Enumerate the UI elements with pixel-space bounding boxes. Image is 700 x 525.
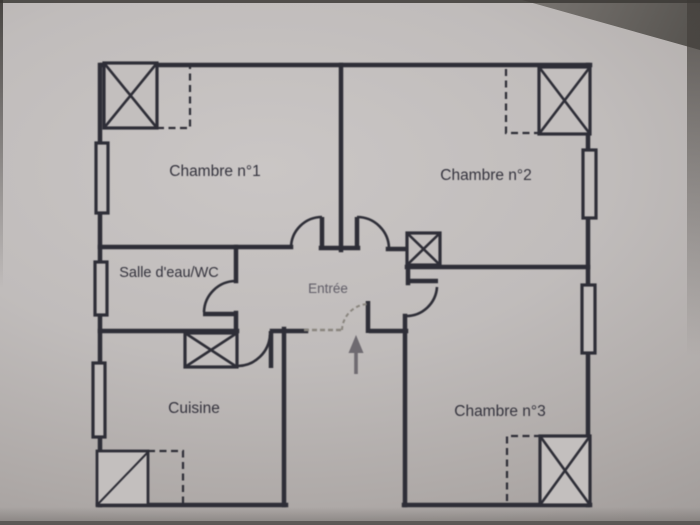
- door-arc-chambre3: [405, 286, 439, 318]
- window-icon: [94, 141, 110, 215]
- crossed-boxes: [102, 61, 592, 507]
- window-icon: [581, 148, 598, 220]
- photo-edge-top: [0, 0, 700, 3]
- dashed-outlines: [148, 66, 541, 503]
- window-icon: [93, 260, 109, 317]
- door-arc-cuisine: [237, 334, 272, 368]
- room-label-chambre-2: Chambre n°2: [440, 167, 532, 184]
- crossed-box-icon: [405, 231, 442, 267]
- room-label-chambre-1: Chambre n°1: [169, 163, 261, 180]
- room-label-chambre-3: Chambre n°3: [454, 403, 546, 420]
- crossed-box-icon: [102, 61, 159, 130]
- door-arc-chambre1: [289, 215, 323, 249]
- room-label-salle-eau-wc: Salle d'eau/WC: [119, 265, 218, 281]
- crossed-box-icon: [537, 65, 592, 136]
- door-arc-chambre2: [356, 215, 391, 249]
- photo-edge-bottom: [0, 521, 700, 525]
- photo-edge-left: [0, 0, 3, 289]
- crossed-box-icon: [183, 331, 239, 369]
- room-labels: Chambre n°1 Chambre n°2 Salle d'eau/WC E…: [119, 163, 545, 420]
- entrance-arrow-icon: [348, 335, 364, 374]
- interior-walls: [97, 62, 591, 508]
- shower-tray-icon: [95, 449, 150, 507]
- crossed-box-icon: [538, 434, 592, 507]
- room-label-cuisine: Cuisine: [168, 400, 220, 417]
- photo-edge-shadow-right: [687, 0, 700, 357]
- room-label-entree: Entrée: [308, 281, 348, 296]
- window-icon: [580, 283, 597, 355]
- windows: [91, 141, 598, 439]
- doors: [202, 215, 439, 368]
- photo-shade-bottom: [0, 507, 700, 525]
- door-arc-salle-eau: [202, 279, 237, 313]
- front-door-arc: [341, 303, 369, 331]
- window-icon: [91, 361, 107, 439]
